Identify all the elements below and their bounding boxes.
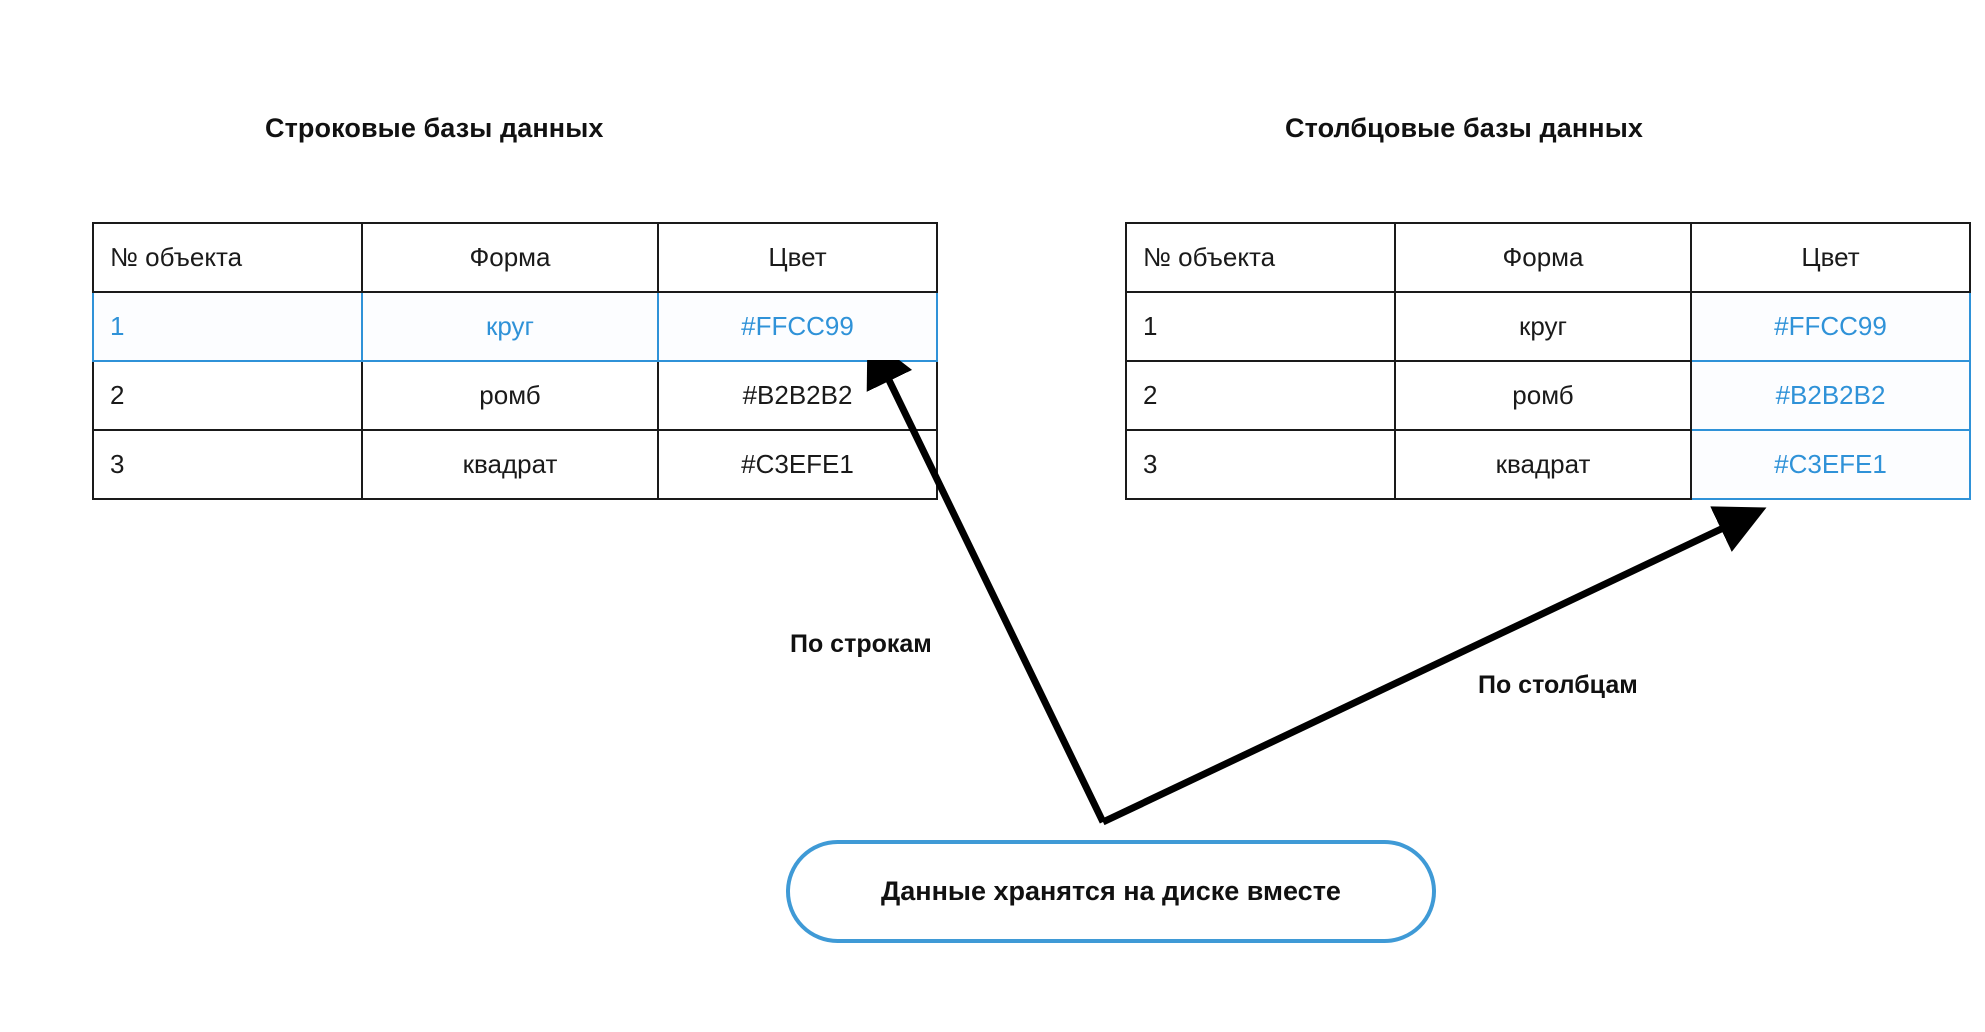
column-store-table: № объекта Форма Цвет 1 круг #FFCC99 2 ро… — [1125, 222, 1971, 500]
callout-text: Данные хранятся на диске вместе — [881, 876, 1341, 906]
column-header-id: № объекта — [92, 222, 363, 293]
arrow-label-by-rows: По строкам — [790, 630, 932, 658]
table-row: 3 квадрат #C3EFE1 — [92, 429, 938, 500]
cell-shape: ромб — [361, 360, 659, 431]
column-header-color: Цвет — [1690, 222, 1971, 293]
cell-id: 1 — [1125, 291, 1396, 362]
cell-shape: ромб — [1394, 360, 1692, 431]
table-header-row: № объекта Форма Цвет — [1125, 222, 1971, 293]
cell-color: #B2B2B2 — [1690, 360, 1971, 431]
callout-box: Данные хранятся на диске вместе — [786, 840, 1436, 943]
left-panel-title: Строковые базы данных — [265, 113, 604, 143]
cell-color: #FFCC99 — [1690, 291, 1971, 362]
column-header-shape: Форма — [1394, 222, 1692, 293]
table-row: 2 ромб #B2B2B2 — [92, 360, 938, 431]
cell-id: 2 — [1125, 360, 1396, 431]
cell-shape: квадрат — [1394, 429, 1692, 500]
column-header-shape: Форма — [361, 222, 659, 293]
cell-id: 2 — [92, 360, 363, 431]
cell-color: #FFCC99 — [657, 291, 938, 362]
table-row: 3 квадрат #C3EFE1 — [1125, 429, 1971, 500]
cell-shape: круг — [1394, 291, 1692, 362]
table-header-row: № объекта Форма Цвет — [92, 222, 938, 293]
arrow-by-columns — [1101, 506, 1767, 826]
column-header-id: № объекта — [1125, 222, 1396, 293]
right-panel-title: Столбцовые базы данных — [1285, 113, 1643, 143]
cell-id: 3 — [1125, 429, 1396, 500]
cell-color: #C3EFE1 — [1690, 429, 1971, 500]
cell-shape: круг — [361, 291, 659, 362]
table-row: 1 круг #FFCC99 — [1125, 291, 1971, 362]
cell-id: 1 — [92, 291, 363, 362]
column-header-color: Цвет — [657, 222, 938, 293]
row-store-table: № объекта Форма Цвет 1 круг #FFCC99 2 ро… — [92, 222, 938, 500]
cell-id: 3 — [92, 429, 363, 500]
cell-color: #C3EFE1 — [657, 429, 938, 500]
table-row: 2 ромб #B2B2B2 — [1125, 360, 1971, 431]
cell-shape: квадрат — [361, 429, 659, 500]
arrow-by-rows — [866, 335, 1107, 824]
arrow-label-by-columns: По столбцам — [1478, 671, 1638, 699]
table-row: 1 круг #FFCC99 — [92, 291, 938, 362]
